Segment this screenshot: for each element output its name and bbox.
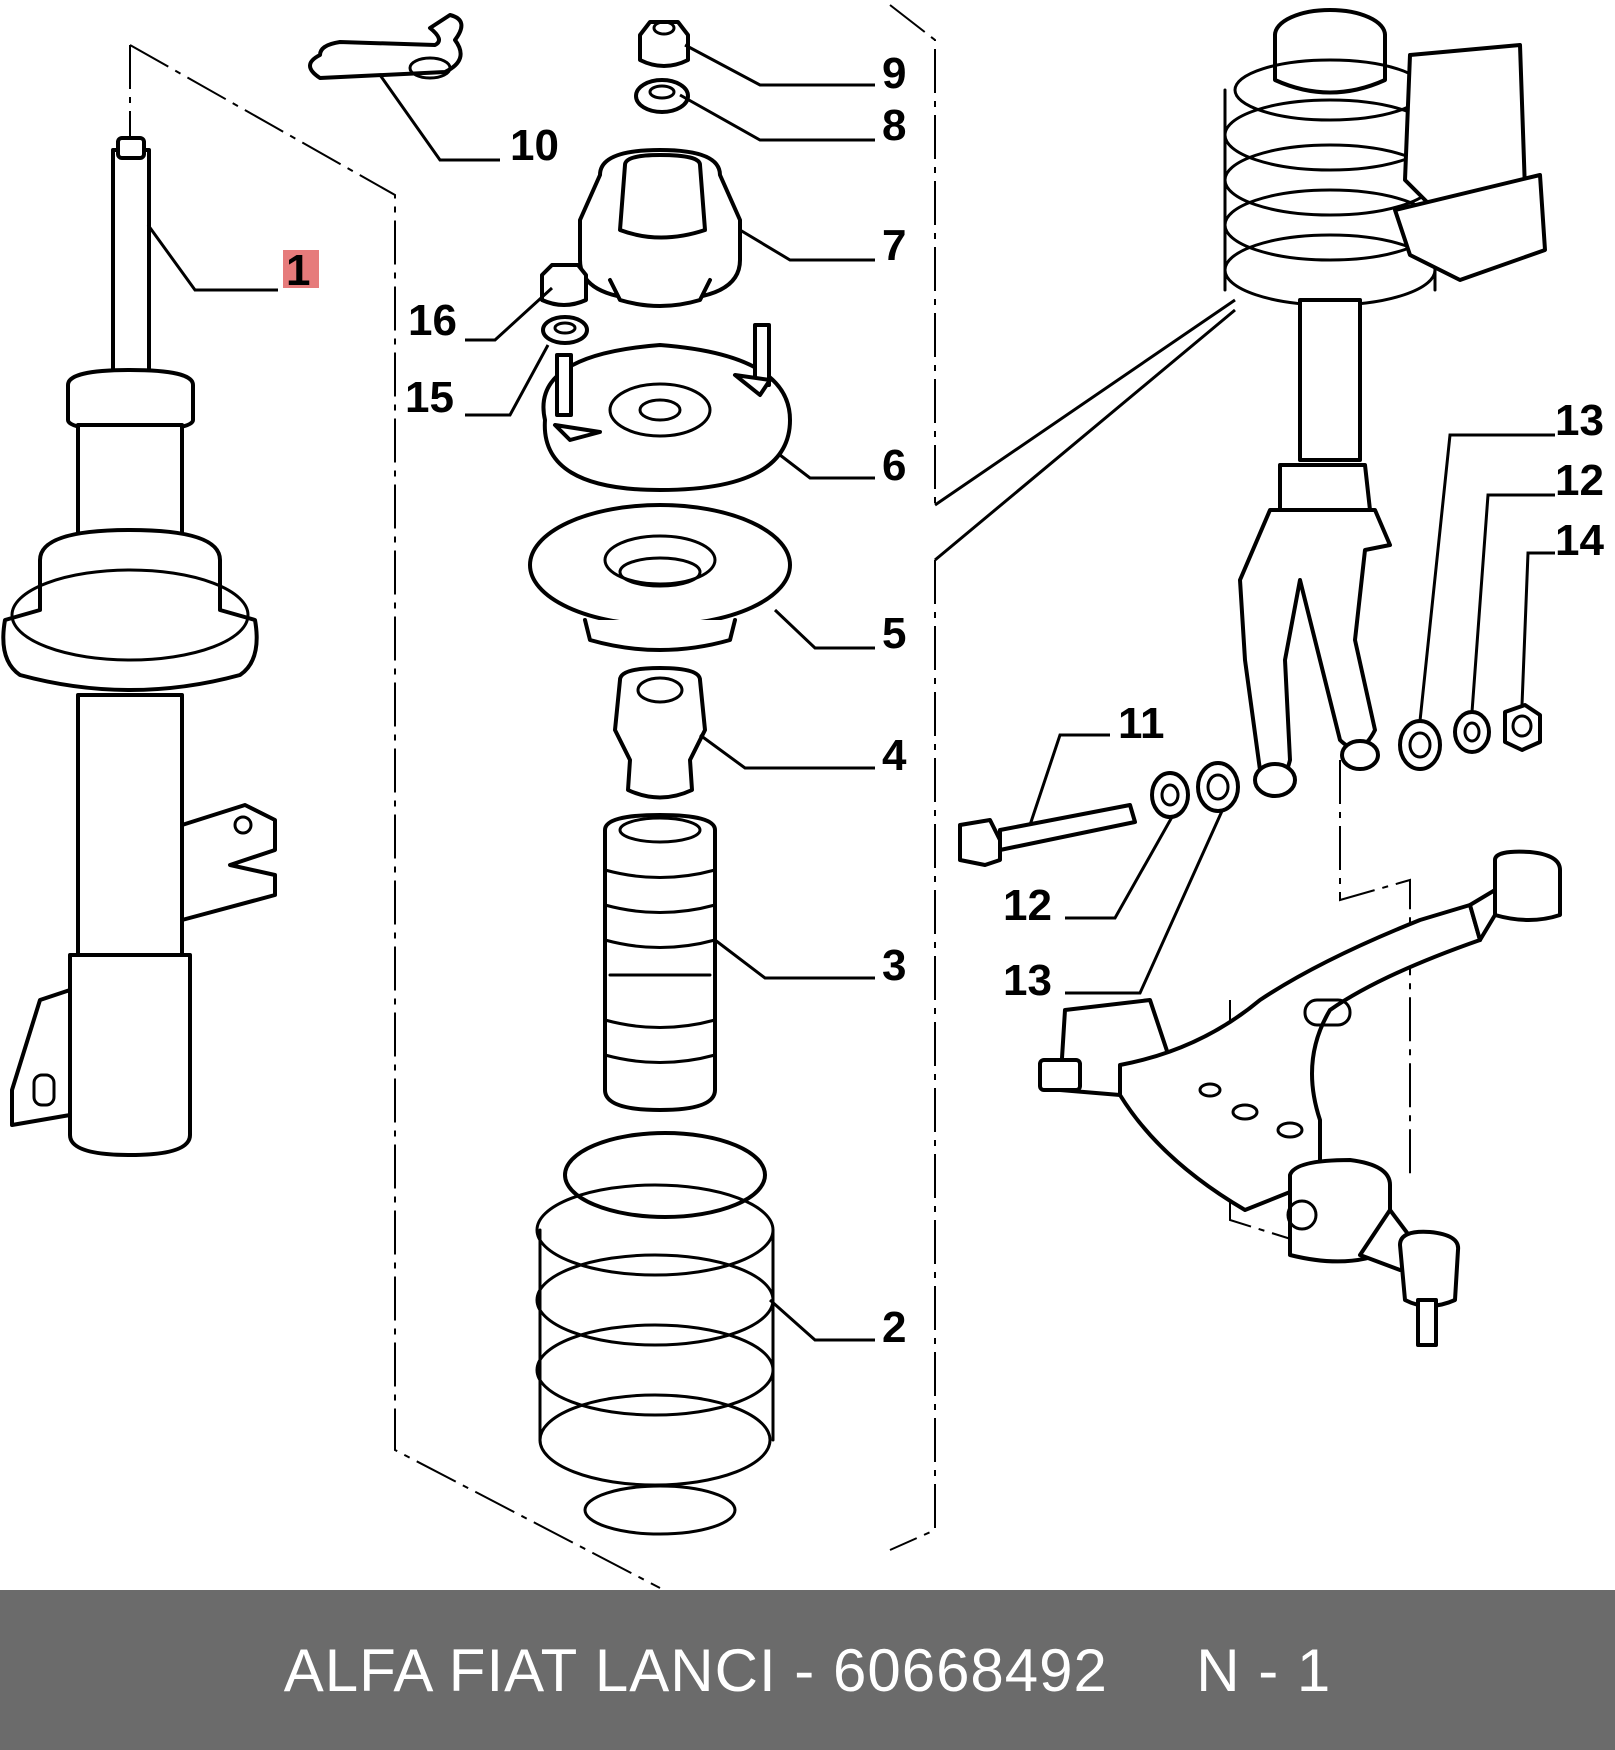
callout-1-highlight [283,250,319,288]
callout-13-left: 13 [1003,956,1052,1005]
footer-text: ALFA FIAT LANCI - 60668492 N - 1 [284,1636,1332,1705]
part-5-spring-seat [528,503,792,652]
callout-11: 11 [1118,699,1165,748]
callout-1: 1 [286,246,310,295]
part-4-bump-stop [613,666,707,800]
part-11-bolt [958,803,1137,867]
part-3-dust-boot [603,813,717,1112]
callout-8: 8 [882,101,906,150]
footer-position-code: N - 1 [1196,1636,1332,1704]
part-16-nut [540,263,588,307]
callout-5: 5 [882,609,906,658]
part-12-washer-right [1453,710,1491,754]
callout-9: 9 [882,49,906,98]
part-14-nut [1503,703,1542,752]
part-1-shock-absorber [1,136,277,1157]
part-9-nut [638,20,690,68]
part-10-clip [308,13,464,80]
callout-labels: 1 9 8 10 7 16 15 6 5 4 3 2 11 12 13 13 1… [286,49,1604,1352]
callout-10: 10 [510,121,559,170]
part-7-upper-mount [578,148,742,308]
callout-16: 16 [408,296,457,345]
callout-3: 3 [882,941,906,990]
part-13-bushing-left [1196,761,1240,813]
part-2-coil-spring [535,1131,775,1536]
leader-lines [146,43,1555,1342]
callout-12-right: 12 [1555,456,1604,505]
callout-2: 2 [882,1303,906,1352]
suspension-exploded-diagram: 1 9 8 10 7 16 15 6 5 4 3 2 11 12 13 13 1… [1,4,1604,1589]
callout-13-right: 13 [1555,396,1604,445]
callout-14: 14 [1555,516,1604,565]
footer-brand-part-number: ALFA FIAT LANCI - 60668492 [283,1636,1108,1704]
callout-4: 4 [882,731,907,780]
part-12-washer-left [1150,771,1190,819]
part-number-footer: ALFA FIAT LANCI - 60668492 N - 1 [0,1590,1615,1750]
part-13-bushing-right [1398,719,1442,771]
callout-15: 15 [405,373,454,422]
lower-control-arm [1038,849,1562,1347]
callout-12-left: 12 [1003,881,1052,930]
assembled-strut-view [934,8,1547,798]
part-8-washer [634,78,690,114]
callout-6: 6 [882,441,906,490]
callout-7: 7 [882,221,906,270]
part-6-top-plate [541,323,792,492]
part-15-washer [541,315,589,345]
